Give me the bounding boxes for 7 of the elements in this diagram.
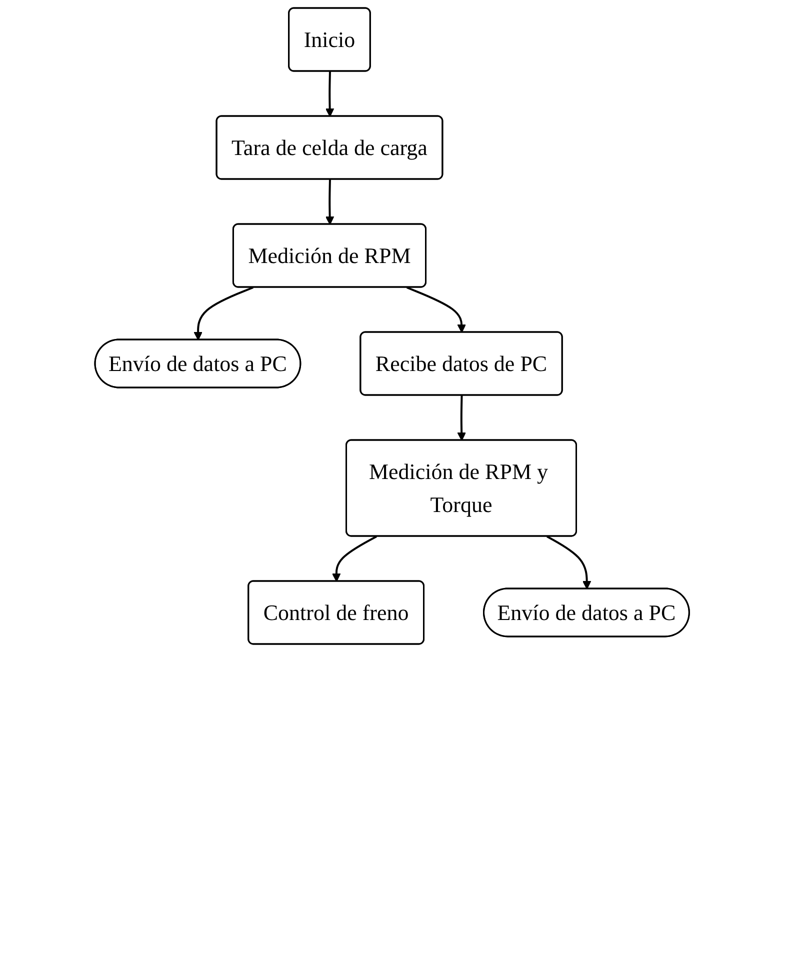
arrow bbox=[326, 179, 335, 225]
arrow bbox=[326, 71, 335, 117]
arrow bbox=[458, 395, 466, 441]
arrow bbox=[194, 286, 254, 340]
arrow bbox=[546, 536, 592, 590]
arrow bbox=[406, 286, 466, 333]
arrow bbox=[332, 536, 378, 582]
